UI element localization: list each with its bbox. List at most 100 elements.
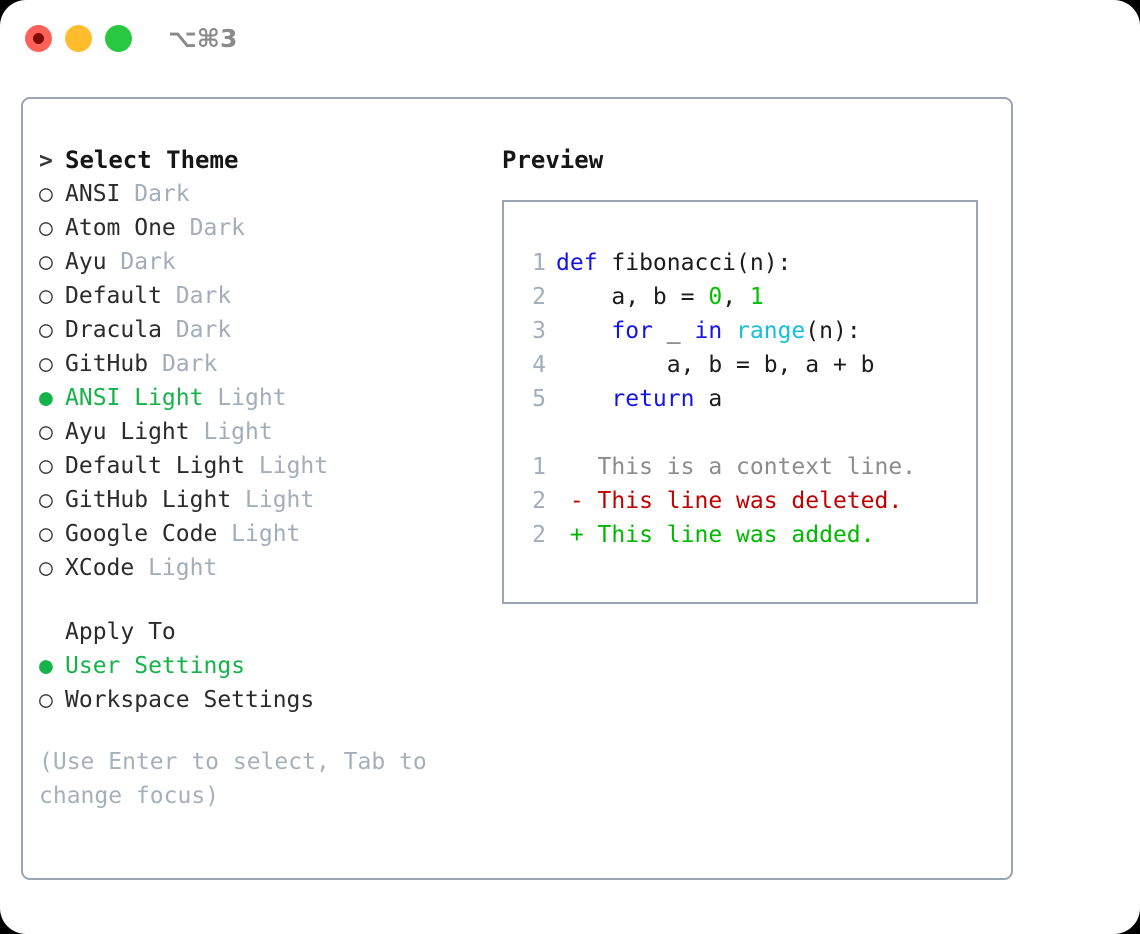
diff-line: 2 + This line was added.: [516, 518, 916, 552]
theme-list-item[interactable]: ○ Dracula Dark: [39, 313, 489, 347]
theme-list-item[interactable]: ○ XCode Light: [39, 551, 489, 585]
theme-kind-label: Dark: [175, 283, 232, 309]
code-token: [556, 386, 611, 412]
diff-text: This is a context line.: [556, 454, 917, 480]
close-button[interactable]: [25, 25, 52, 52]
code-token: _: [652, 318, 695, 344]
theme-list-item[interactable]: ● ANSI Light Light: [39, 381, 489, 415]
line-number: 5: [532, 386, 546, 412]
theme-list-item[interactable]: ○ Default Light Light: [39, 449, 489, 483]
code-token: [722, 318, 736, 344]
apply-to-option[interactable]: ○Workspace Settings: [39, 683, 489, 717]
theme-kind-label: Dark: [161, 351, 218, 377]
apply-to-heading: ○Apply To: [39, 615, 489, 649]
theme-name-label: ANSI Light: [65, 385, 218, 411]
theme-picker-panel: >Select Theme ○ANSI Dark○Atom One Dark○A…: [21, 97, 1013, 880]
theme-list-item[interactable]: ○ Ayu Light Light: [39, 415, 489, 449]
diff-text: - This line was deleted.: [556, 488, 903, 514]
radio-unselected-icon[interactable]: ○: [39, 687, 53, 713]
code-token: def: [556, 250, 612, 276]
page-title: > Select Theme: [39, 143, 489, 177]
radio-unselected-icon[interactable]: ○: [39, 317, 53, 343]
code-token: return: [611, 386, 695, 412]
line-number: 2: [532, 488, 546, 514]
code-line: 5 return a: [516, 382, 916, 416]
theme-kind-label: Dark: [189, 215, 246, 241]
theme-kind-label: Dark: [134, 181, 190, 207]
keyboard-hint: (Use Enter to select, Tab to change focu…: [39, 749, 441, 809]
diff-text: + This line was added.: [556, 522, 875, 548]
radio-unselected-icon[interactable]: ○: [39, 181, 53, 207]
theme-name-label: Ayu: [65, 249, 121, 275]
line-number: 2: [532, 522, 546, 548]
theme-name-label: Google Code: [65, 521, 232, 547]
code-gap: [516, 416, 916, 450]
code-token: range: [736, 318, 806, 344]
radio-unselected-icon[interactable]: ○: [39, 487, 53, 513]
theme-list-item[interactable]: ○Ayu Dark: [39, 245, 489, 279]
code-token: 1: [749, 284, 764, 310]
code-token: a, b =: [556, 284, 709, 310]
theme-list-item[interactable]: ○Default Dark: [39, 279, 489, 313]
theme-kind-label: Light: [245, 487, 315, 513]
apply-to-section: ○Apply To ●User Settings○Workspace Setti…: [39, 615, 489, 717]
shortcut-label: ⌥⌘3: [168, 24, 238, 53]
theme-list-item[interactable]: ○GitHub Dark: [39, 347, 489, 381]
code-token: [556, 318, 611, 344]
theme-kind-label: Light: [231, 521, 301, 547]
theme-list-item[interactable]: ○GitHub Light Light: [39, 483, 489, 517]
theme-list-item[interactable]: ○ ANSI Dark: [39, 177, 489, 211]
theme-name-label: Default Light: [65, 453, 259, 479]
code-line: 3 for _ in range(n):: [516, 314, 916, 348]
theme-kind-label: Light: [258, 453, 329, 479]
radio-unselected-icon[interactable]: ○: [39, 555, 53, 581]
apply-to-option[interactable]: ● User Settings: [39, 649, 489, 683]
code-token: a: [694, 386, 723, 412]
title-bar: ⌥⌘3: [0, 0, 1140, 78]
theme-list: ○ANSI Dark○Atom One Dark○Ayu Dark○Defaul…: [39, 177, 489, 585]
radio-unselected-icon[interactable]: ○: [39, 249, 53, 275]
theme-kind-label: Light: [148, 555, 218, 581]
theme-kind-label: Light: [217, 385, 287, 411]
diff-line: 1 This is a context line.: [516, 450, 916, 484]
theme-name-label: XCode: [65, 555, 149, 581]
theme-name-label: ANSI: [65, 181, 135, 207]
radio-unselected-icon[interactable]: ○: [39, 521, 53, 547]
minimize-button[interactable]: [65, 25, 92, 52]
maximize-button[interactable]: [105, 25, 132, 52]
theme-list-item[interactable]: ○ Google Code Light: [39, 517, 489, 551]
theme-name-label: Atom One: [65, 215, 190, 241]
code-token: for: [611, 318, 653, 344]
theme-kind-label: Light: [203, 419, 273, 445]
line-number: 4: [532, 352, 546, 378]
line-number: 3: [532, 318, 546, 344]
theme-kind-label: Dark: [175, 317, 232, 343]
apply-to-options: ● User Settings ○Workspace Settings: [39, 649, 489, 717]
close-icon: [33, 33, 44, 44]
radio-selected-icon[interactable]: ●: [39, 653, 53, 679]
code-token: in: [694, 318, 723, 344]
code-token: fibonacci(n):: [611, 250, 792, 276]
code-token: (n):: [805, 318, 861, 344]
theme-name-label: Dracula: [65, 317, 176, 343]
theme-name-label: Ayu Light: [65, 419, 204, 445]
code-line: 4 a, b = b, a + b: [516, 348, 916, 382]
radio-selected-icon[interactable]: ●: [39, 385, 53, 411]
page-title-label: Select Theme: [65, 146, 239, 174]
radio-unselected-icon[interactable]: ○: [39, 419, 53, 445]
code-token: 0: [708, 284, 723, 310]
apply-to-option-label: User Settings: [65, 653, 246, 679]
code-token: a, b = b, a + b: [556, 352, 875, 378]
code-token: ,: [722, 284, 750, 310]
radio-unselected-icon[interactable]: ○: [39, 351, 53, 377]
radio-unselected-icon[interactable]: ○: [39, 453, 53, 479]
prompt-caret-icon: >: [39, 148, 53, 174]
theme-list-item[interactable]: ○ Atom One Dark: [39, 211, 489, 245]
apply-to-heading-label: Apply To: [65, 619, 176, 645]
radio-unselected-icon[interactable]: ○: [39, 215, 53, 241]
radio-unselected-icon[interactable]: ○: [39, 283, 53, 309]
